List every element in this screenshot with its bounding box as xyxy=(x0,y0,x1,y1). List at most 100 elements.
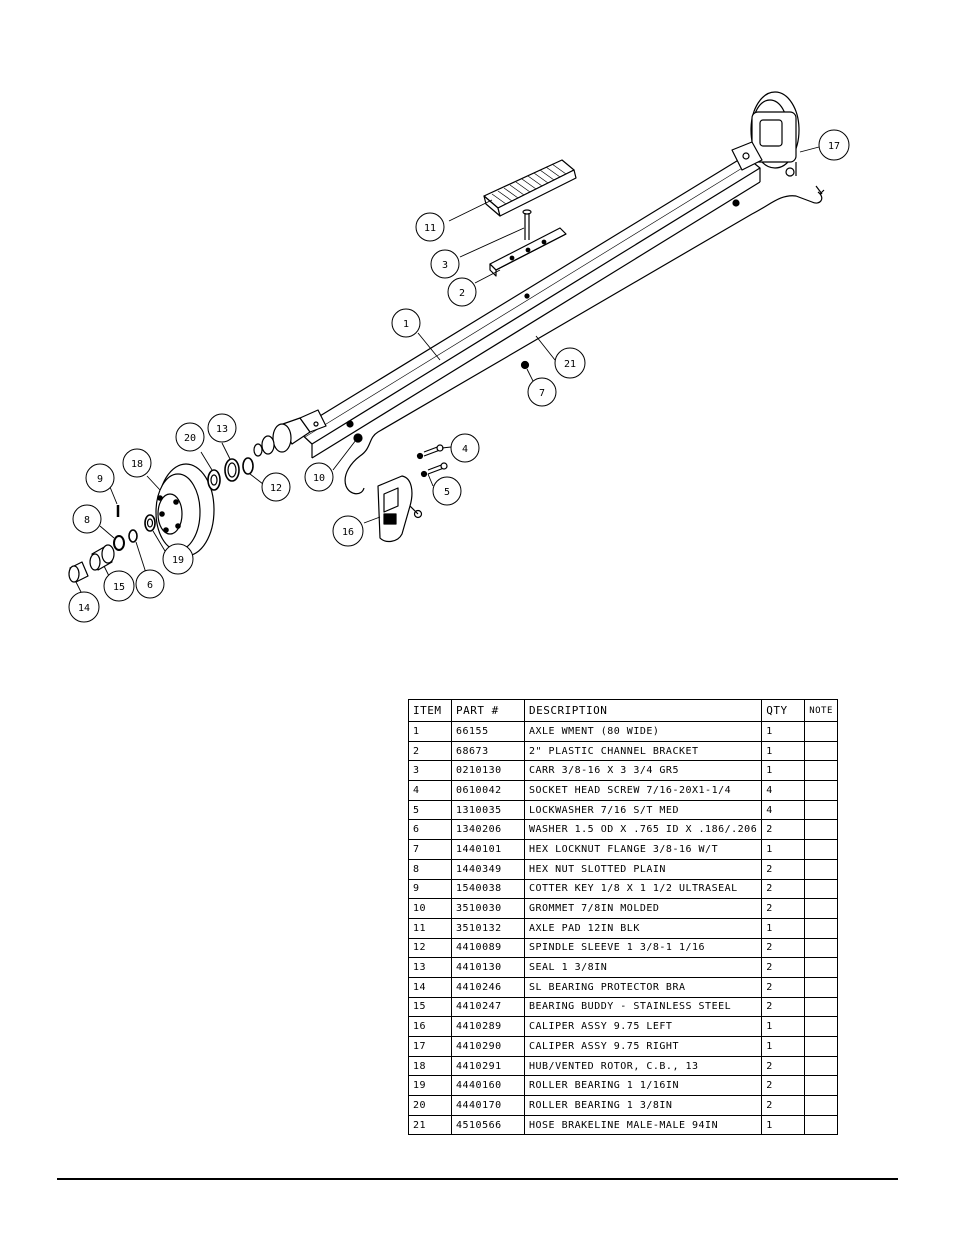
cell-description: AXLE PAD 12IN BLK xyxy=(523,917,763,939)
cell-qty: 1 xyxy=(761,839,806,860)
callout-label: 2 xyxy=(459,288,465,299)
cell-note xyxy=(804,1016,838,1037)
cell-qty: 2 xyxy=(761,996,806,1018)
callout-11 xyxy=(415,212,445,242)
cell-qty: 1 xyxy=(761,760,806,782)
cell-note xyxy=(804,976,838,998)
callout-7 xyxy=(527,377,557,407)
cell-description: LOCKWASHER 7/16 S/T MED xyxy=(523,799,763,821)
callout-1 xyxy=(391,308,421,338)
callout-10 xyxy=(304,462,334,492)
bearing-protector xyxy=(68,561,89,583)
bearing-buddy xyxy=(89,544,115,571)
cell-description: CALIPER ASSY 9.75 RIGHT xyxy=(523,1036,763,1057)
axle-tube xyxy=(296,155,761,459)
cell-item: 6 xyxy=(408,819,452,841)
cell-part-number: 3510132 xyxy=(451,917,525,939)
callout-label: 1 xyxy=(403,319,409,330)
callout-label: 4 xyxy=(462,444,468,455)
cell-qty: 1 xyxy=(761,1016,806,1037)
callout-label: 20 xyxy=(184,433,196,444)
roller-bearing-large xyxy=(207,469,221,491)
cell-item: 8 xyxy=(408,858,452,880)
axle-pad xyxy=(483,159,577,217)
cell-item: 18 xyxy=(408,1055,452,1077)
channel-bracket xyxy=(489,227,567,277)
roller-bearing-small xyxy=(144,514,156,532)
cell-note xyxy=(804,957,838,978)
callout-label: 14 xyxy=(78,603,90,614)
cell-note xyxy=(804,760,838,782)
callout-label: 12 xyxy=(270,483,282,494)
cell-qty: 2 xyxy=(761,1075,806,1097)
cell-qty: 2 xyxy=(761,1095,806,1116)
cell-part-number: 4440170 xyxy=(451,1095,525,1116)
callout-label: 11 xyxy=(424,223,436,234)
cell-note xyxy=(804,780,838,801)
cell-description: HOSE BRAKELINE MALE-MALE 94IN xyxy=(523,1114,763,1136)
cell-part-number: 0210130 xyxy=(451,760,525,782)
callout-label: 21 xyxy=(564,359,576,370)
footer-rule xyxy=(57,1178,898,1180)
cell-item: 20 xyxy=(408,1095,452,1116)
seal xyxy=(224,458,240,482)
cell-qty: 1 xyxy=(761,1036,806,1057)
callout-19 xyxy=(162,543,194,575)
callout-label: 8 xyxy=(84,515,90,526)
cell-qty: 1 xyxy=(761,721,806,742)
left-caliper-assembly xyxy=(377,475,423,543)
cell-part-number: 4410289 xyxy=(451,1016,525,1037)
cell-part-number: 4410246 xyxy=(451,976,525,998)
right-caliper-assembly xyxy=(731,91,800,177)
cell-qty: 4 xyxy=(761,780,806,801)
cell-part-number: 4510566 xyxy=(451,1114,525,1136)
callout-label: 19 xyxy=(172,555,184,566)
cell-description: HEX NUT SLOTTED PLAIN xyxy=(523,858,763,880)
cell-item: 14 xyxy=(408,976,452,998)
washer xyxy=(128,529,138,543)
cell-note xyxy=(804,1114,838,1136)
cell-part-number: 4410089 xyxy=(451,937,525,959)
callout-label: 9 xyxy=(97,474,103,485)
cell-part-number: 4440160 xyxy=(451,1075,525,1097)
cell-part-number: 1340206 xyxy=(451,819,525,841)
callout-label: 10 xyxy=(313,473,325,484)
cell-item: 19 xyxy=(408,1075,452,1097)
cell-qty: 2 xyxy=(761,819,806,841)
cell-qty: 2 xyxy=(761,858,806,880)
header-part-number: PART # xyxy=(451,699,525,722)
cell-item: 7 xyxy=(408,839,452,860)
cell-note xyxy=(804,1036,838,1057)
callout-label: 16 xyxy=(342,527,354,538)
cell-note xyxy=(804,740,838,762)
cell-item: 21 xyxy=(408,1114,452,1136)
callout-label: 17 xyxy=(828,141,840,152)
cell-note xyxy=(804,878,838,900)
cell-description: ROLLER BEARING 1 3/8IN xyxy=(523,1095,763,1116)
callout-label: 13 xyxy=(216,424,228,435)
callout-label: 18 xyxy=(131,459,143,470)
screws xyxy=(416,444,448,478)
spindle-sleeve xyxy=(242,457,254,475)
callout-label: 15 xyxy=(113,582,125,593)
cell-qty: 2 xyxy=(761,878,806,900)
cell-item: 10 xyxy=(408,898,452,919)
cell-item: 11 xyxy=(408,917,452,939)
cell-description: SEAL 1 3/8IN xyxy=(523,957,763,978)
header-qty: QTY xyxy=(761,699,806,722)
callout-12 xyxy=(261,472,291,502)
cell-item: 15 xyxy=(408,996,452,1018)
cell-item: 9 xyxy=(408,878,452,900)
cell-note xyxy=(804,799,838,821)
cell-note xyxy=(804,996,838,1018)
